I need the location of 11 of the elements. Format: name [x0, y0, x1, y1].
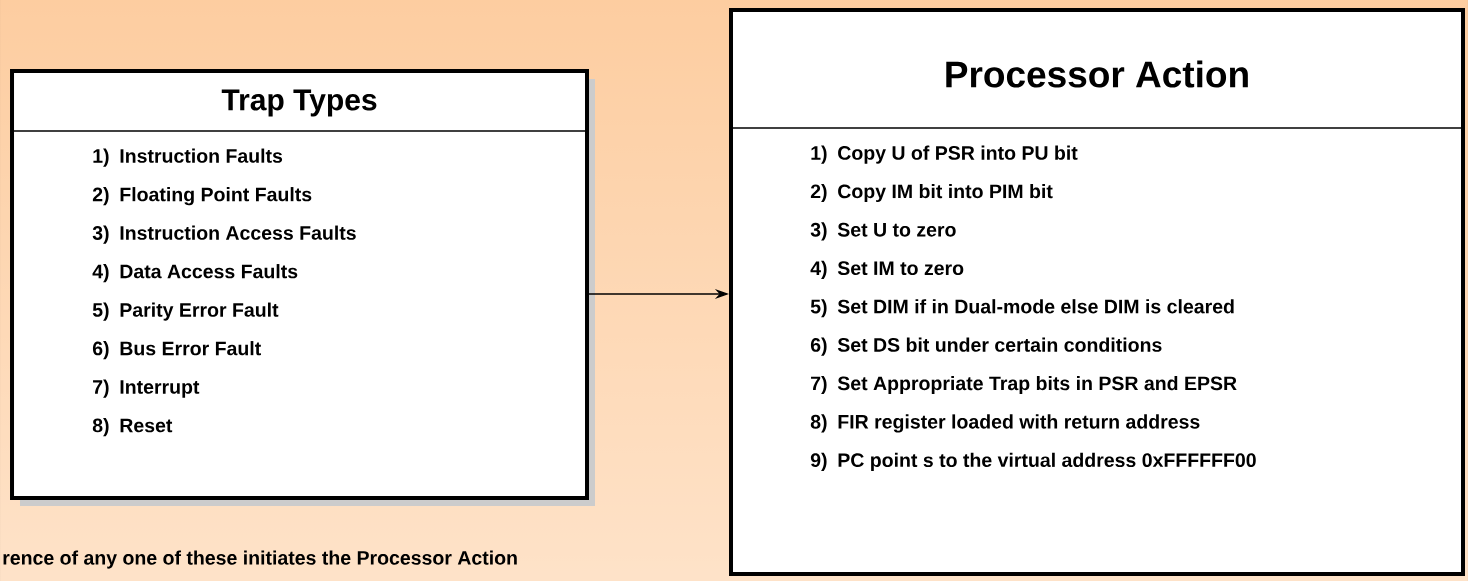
list-item: 2) Copy IM bit into PIM bit — [810, 183, 1053, 203]
note-text: rence of any one of these initiates the Processor Action — [3, 550, 517, 569]
list-item: 6) Set DS bit under certain conditions — [810, 337, 1162, 356]
list-item: 5) Set DIM if in Dual-mode else DIM is cleared — [810, 299, 1234, 318]
list-item: 7) Set Appropriate Trap bits in PSR and EPSR — [811, 375, 1237, 395]
list-item: 9) PC point s to the virtual address 0xFFFFFF00 — [810, 452, 1256, 471]
list-item: 3) Set U to zero — [810, 222, 956, 241]
list-item: 1) Copy U of PSR into PU bit — [811, 145, 1078, 164]
box-title: Processor Action — [946, 60, 1248, 88]
list-item: 8) FIR register loaded with return address — [810, 414, 1200, 433]
list-item: 4) Set IM to zero — [810, 260, 964, 279]
